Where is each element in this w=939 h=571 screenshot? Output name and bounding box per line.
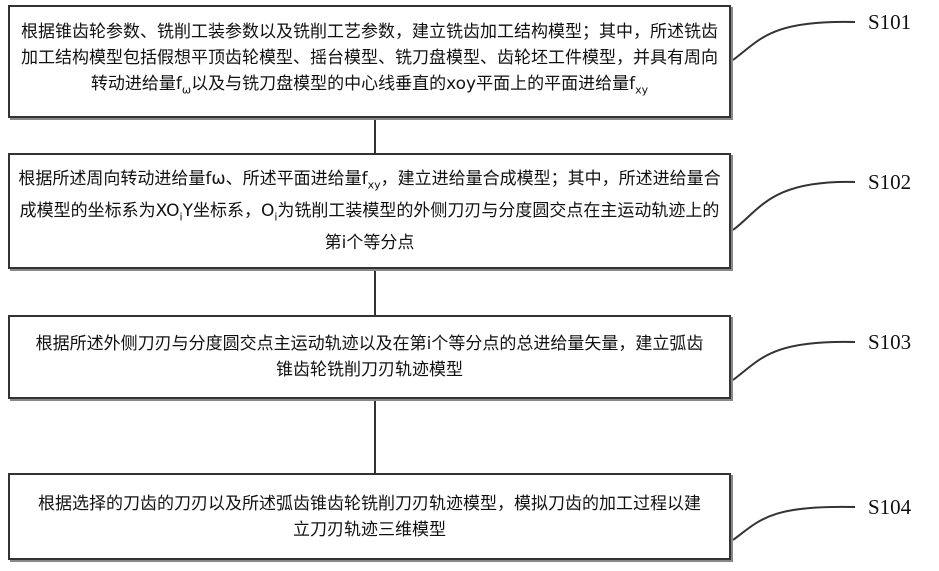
step-label-s104: S104 [868, 495, 911, 520]
step-text: 根据锥齿轮参数、铣削工装参数以及铣削工艺参数，建立铣齿加工结构模型；其中，所述铣… [16, 19, 723, 103]
step-box-s102: 根据所述周向转动进给量fω、所述平面进给量fxy，建立进给量合成模型；其中，所述… [8, 153, 731, 269]
step-text: 根据所述外侧刀刃与分度圆交点主运动轨迹以及在第i个等分点的总进给量矢量，建立弧齿… [30, 331, 709, 383]
step-label-s103: S103 [868, 330, 911, 355]
leader-s104 [733, 507, 855, 540]
step-box-s103: 根据所述外侧刀刃与分度圆交点主运动轨迹以及在第i个等分点的总进给量矢量，建立弧齿… [8, 315, 731, 399]
leader-s101 [733, 22, 855, 60]
step-label-s101: S101 [868, 10, 911, 35]
leader-s102 [733, 182, 855, 230]
step-box-s104: 根据选择的刀齿的刀刃以及所述弧齿锥齿轮铣削刀刃轨迹模型，模拟刀齿的加工过程以建立… [8, 473, 731, 560]
step-label-s102: S102 [868, 170, 911, 195]
leader-s103 [733, 342, 855, 380]
step-text: 根据所述周向转动进给量fω、所述平面进给量fxy，建立进给量合成模型；其中，所述… [16, 166, 723, 257]
step-text: 根据选择的刀齿的刀刃以及所述弧齿锥齿轮铣削刀刃轨迹模型，模拟刀齿的加工过程以建立… [30, 491, 709, 543]
step-box-s101: 根据锥齿轮参数、铣削工装参数以及铣削工艺参数，建立铣齿加工结构模型；其中，所述铣… [8, 5, 731, 118]
